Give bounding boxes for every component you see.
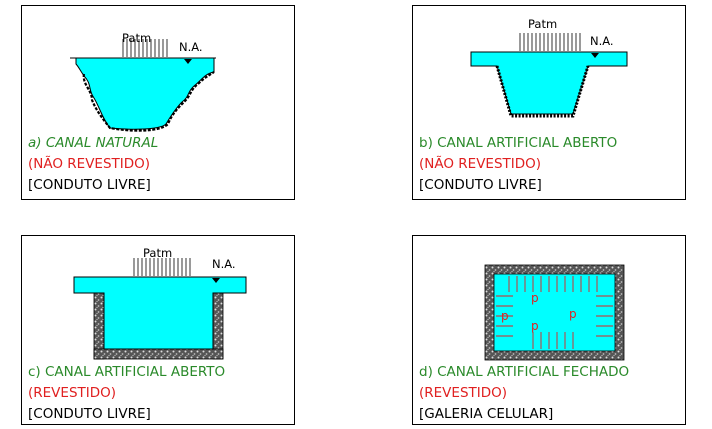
pressure-label-left: p	[501, 309, 509, 323]
panel-closed-channel: p p p p d) CANAL ARTIFICIAL FECHADO (REV…	[412, 235, 686, 425]
pressure-label-top: p	[531, 291, 539, 305]
open-channel-lined-diagram: Patm N.A.	[73, 246, 247, 360]
caption-a: a) CANAL NATURAL (NÃO REVESTIDO) [CONDUT…	[28, 133, 158, 196]
na-marker	[591, 53, 599, 58]
na-label: N.A.	[179, 40, 203, 54]
caption-coating: (REVESTIDO)	[28, 385, 117, 401]
patm-arrows	[133, 258, 191, 276]
na-label: N.A.	[590, 34, 614, 48]
open-channel-unlined-diagram: Patm N.A.	[470, 17, 628, 118]
caption-type: [GALERIA CELULAR]	[419, 406, 554, 422]
pressure-label-bottom: p	[531, 319, 539, 333]
caption-title: d) CANAL ARTIFICIAL FECHADO	[419, 364, 630, 380]
caption-coating: (NÃO REVESTIDO)	[28, 156, 151, 172]
channel-floor	[93, 348, 224, 360]
panel-open-channel-unlined: Patm N.A. b) CANAL ARTIFICIAL ABERTO (NÃ…	[412, 5, 686, 200]
pressure-label-right: p	[569, 307, 577, 321]
caption-type: [CONDUTO LIVRE]	[28, 406, 151, 422]
patm-label: Patm	[143, 246, 172, 260]
patm-label: Patm	[528, 17, 557, 31]
caption-b: b) CANAL ARTIFICIAL ABERTO (NÃO REVESTID…	[419, 133, 617, 196]
panel-open-channel-lined: Patm N.A. c) CANAL ARTIFICIAL ABERTO (RE…	[21, 235, 295, 425]
caption-title: a) CANAL NATURAL	[28, 135, 159, 151]
na-marker	[212, 278, 220, 283]
caption-title: b) CANAL ARTIFICIAL ABERTO	[419, 135, 618, 151]
water-body	[493, 273, 616, 352]
panel-natural-channel: Patm N.A. a) CANAL NATURAL (NÃO REVESTID…	[21, 5, 295, 200]
caption-type: [CONDUTO LIVRE]	[419, 177, 542, 193]
water-body	[73, 276, 247, 350]
caption-coating: (NÃO REVESTIDO)	[419, 156, 542, 172]
patm-arrows	[122, 39, 168, 57]
patm-label: Patm	[122, 31, 151, 45]
channel-bed	[495, 65, 590, 118]
caption-type: [CONDUTO LIVRE]	[28, 177, 151, 193]
na-label: N.A.	[212, 257, 236, 271]
caption-d: d) CANAL ARTIFICIAL FECHADO (REVESTIDO) …	[419, 362, 629, 425]
caption-c: c) CANAL ARTIFICIAL ABERTO (REVESTIDO) […	[28, 362, 225, 425]
riverbed-outline	[82, 71, 215, 132]
water-body	[75, 57, 215, 130]
pressure-arrows	[496, 276, 613, 349]
natural-channel-diagram: Patm N.A.	[70, 31, 216, 132]
patm-arrows	[519, 33, 581, 51]
water-body	[470, 51, 628, 115]
caption-coating: (REVESTIDO)	[419, 385, 508, 401]
closed-channel-diagram: p p p p	[484, 264, 625, 361]
caption-title: c) CANAL ARTIFICIAL ABERTO	[28, 364, 226, 380]
na-marker	[184, 59, 192, 64]
